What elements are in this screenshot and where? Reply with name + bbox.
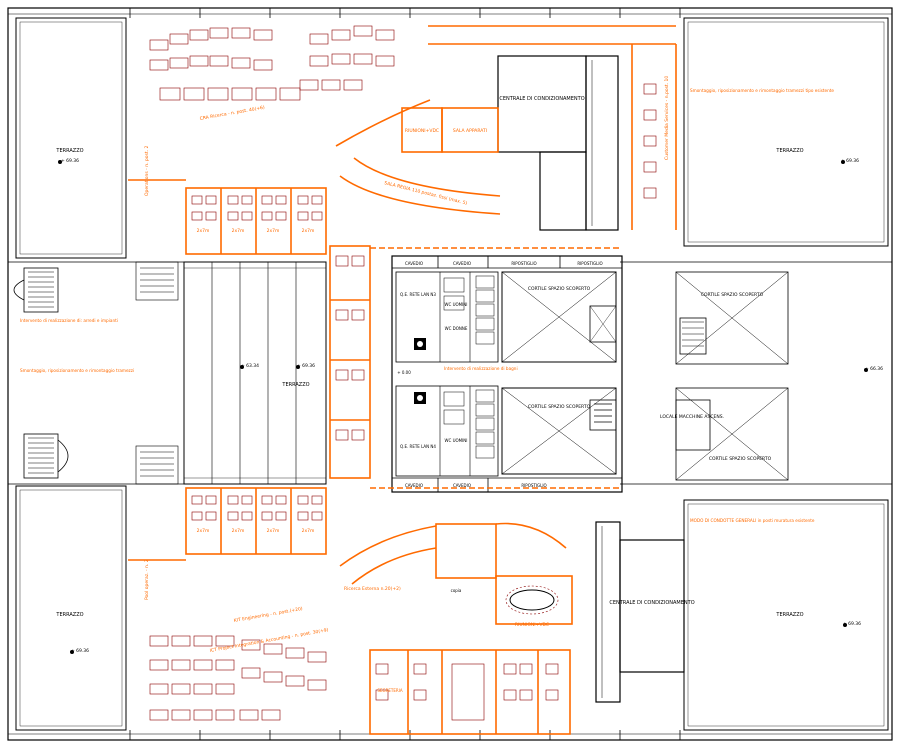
module-2-label: 2x7m bbox=[232, 228, 245, 234]
zone-ricerca-label: Ricerca Esterna n.20(+2) bbox=[344, 586, 401, 592]
terrace-sw bbox=[15, 485, 127, 731]
stair-east-icon bbox=[682, 321, 704, 347]
centrale-top-label: CENTRALE DI CONDIZIONAMENTO bbox=[499, 96, 584, 102]
terrace-nw-level: + 69.36 bbox=[61, 158, 79, 164]
terrace-ne-level: + 69.36 bbox=[841, 158, 859, 164]
cavedio-bottom-right-label: CAVEDIO bbox=[453, 483, 471, 488]
courtyard-east-north-label: CORTILE SPAZIO SCOPERTO bbox=[701, 292, 764, 298]
terrace-nw-label: TERRAZZO bbox=[55, 148, 83, 154]
courtyard-north-label: CORTILE SPAZIO SCOPERTO bbox=[528, 286, 591, 292]
furniture-modules bbox=[191, 83, 657, 721]
terrace-ne-label: TERRAZZO bbox=[775, 148, 803, 154]
central-core bbox=[391, 255, 623, 493]
terrace-sw-level: + 69.36 bbox=[71, 648, 89, 654]
core-level-label: + 0.00 bbox=[397, 370, 411, 375]
zone-pool-label: Pool operaz. - n. 2 bbox=[144, 559, 150, 600]
accessible-wc-icon bbox=[414, 338, 426, 404]
terrace-west-middle bbox=[183, 261, 327, 485]
zone-customer-media-label: Customer Media Services - n.post. 10 bbox=[664, 76, 670, 160]
module-3-label: 2x7m bbox=[267, 228, 280, 234]
note-centre: Intervento di realizzazione di bagni bbox=[444, 366, 518, 371]
courtyard-east-south-label: CORTILE SPAZIO SCOPERTO bbox=[709, 456, 772, 462]
module-8-label: 2x7m bbox=[302, 528, 315, 534]
terrace-mid-label: TERRAZZO bbox=[281, 382, 309, 388]
riunioni-bottom-label: RIUNIONI+VDC bbox=[515, 622, 549, 628]
terrace-east-level: + 66.36 bbox=[865, 366, 883, 372]
meeting-table-oval bbox=[505, 585, 559, 615]
cavedio-top-right-label: CAVEDIO bbox=[453, 261, 471, 266]
cavedio-top-left-label: CAVEDIO bbox=[405, 261, 423, 266]
stair-west-top-icon bbox=[28, 271, 54, 308]
terrace-se-level: + 69.36 bbox=[843, 621, 861, 627]
annotation-rooms bbox=[128, 25, 677, 735]
note-left-1: Intervento di realizzazione di: arredi e… bbox=[20, 318, 118, 323]
east-band bbox=[620, 261, 892, 485]
terrace-mid-level-2: + 69.36 bbox=[297, 363, 315, 369]
sala-apparati-label: SALA APPARATI bbox=[453, 128, 487, 134]
module-5-label: 2x7m bbox=[197, 528, 210, 534]
wc-donne-top-label: WC DONNE bbox=[445, 326, 468, 331]
terrace-mid-level: + 63.34 bbox=[241, 363, 259, 369]
module-6-label: 2x7m bbox=[232, 528, 245, 534]
furniture-south-west bbox=[149, 635, 327, 721]
terrace-nw bbox=[15, 17, 127, 259]
courtyard-south bbox=[501, 387, 617, 475]
note-right-1: Smontaggio, riposizionamento e rimontagg… bbox=[690, 88, 834, 93]
zone-operations-label: Operations - n. post. 2 bbox=[144, 145, 150, 196]
stair-mid-bottom-icon bbox=[135, 445, 179, 485]
terrace-ne bbox=[683, 17, 889, 247]
qe-lan-n4-label: Q.E. RETE LAN N4 bbox=[400, 444, 436, 449]
courtyard-south-label: CORTILE SPAZIO SCOPERTO bbox=[528, 404, 591, 410]
segreteria-label: SEGRETERIA bbox=[377, 688, 402, 693]
ripostiglio-top-2-label: RIPOSTIGLIO bbox=[577, 261, 602, 266]
module-4-label: 2x7m bbox=[302, 228, 315, 234]
terrace-sw-label: TERRAZZO bbox=[55, 612, 83, 618]
qe-lan-n3-label: Q.E. RETE LAN N3 bbox=[400, 292, 436, 297]
ripostiglio-top-label: RIPOSTIGLIO bbox=[511, 261, 536, 266]
outer-walls bbox=[7, 7, 893, 741]
note-left-2: Smontaggio, riposizionamento e rimontagg… bbox=[20, 368, 134, 373]
centrale-bottom-label: CENTRALE DI CONDIZIONAMENTO bbox=[609, 600, 694, 606]
cavedio-bottom-left-label: CAVEDIO bbox=[405, 483, 423, 488]
level-markers bbox=[58, 160, 868, 654]
module-1-label: 2x7m bbox=[197, 228, 210, 234]
stair-west-bottom-icon bbox=[28, 437, 54, 474]
toilet-cubicles bbox=[443, 275, 495, 459]
wc-uomini-bottom-label: WC UOMINI bbox=[445, 438, 468, 443]
copia-label: copia bbox=[451, 588, 462, 593]
module-7-label: 2x7m bbox=[267, 528, 280, 534]
furniture-north-west bbox=[149, 25, 395, 101]
lift-shafts bbox=[589, 305, 617, 431]
note-right-2: MODO DI CONDOTTE GENERALI in posti murat… bbox=[690, 518, 815, 523]
wc-uomini-top-label: WC UOMINI bbox=[445, 302, 468, 307]
centrale-top bbox=[497, 55, 619, 231]
stair-mid-top-icon bbox=[135, 261, 179, 301]
riunioni-top-label: RIUNIONI+VDC bbox=[405, 128, 439, 134]
terrace-se-label: TERRAZZO bbox=[775, 612, 803, 618]
centrale-bottom bbox=[595, 521, 685, 703]
ripostiglio-bottom-label: RIPOSTIGLIO bbox=[521, 483, 546, 488]
locale-macchine-label: LOCALE MACCHINE ASCENS. bbox=[660, 414, 724, 420]
